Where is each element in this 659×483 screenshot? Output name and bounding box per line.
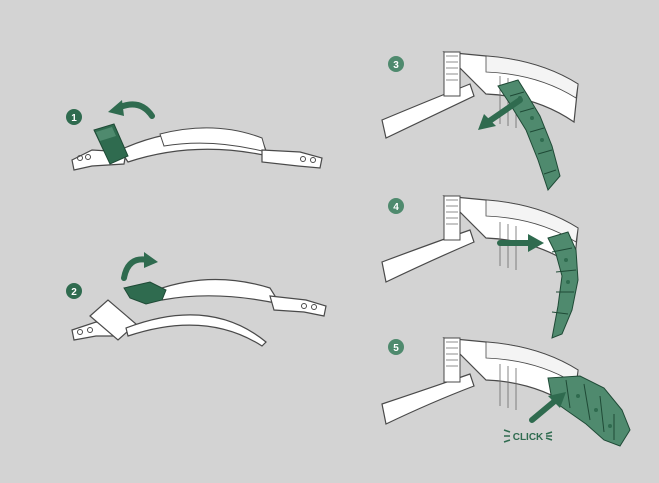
diagonal-arrow-icon <box>478 100 520 130</box>
step-4-badge: 4 <box>388 198 404 214</box>
rotate-left-arrow-icon <box>108 100 152 116</box>
step-2-illustration <box>72 279 326 346</box>
step-4-illustration <box>382 196 578 338</box>
step-3-number: 3 <box>393 60 399 71</box>
step-3-illustration <box>382 52 578 190</box>
step-4-number: 4 <box>393 202 399 213</box>
step-1-number: 1 <box>71 113 77 124</box>
rotate-right-arrow-icon <box>124 252 158 278</box>
click-label: CLICK <box>513 432 544 443</box>
step-1-badge: 1 <box>66 109 82 125</box>
step-2-badge: 2 <box>66 283 82 299</box>
step-5-number: 5 <box>393 343 399 354</box>
step-5-badge: 5 <box>388 339 404 355</box>
step-2-number: 2 <box>71 287 77 298</box>
step-1-illustration <box>72 124 322 170</box>
step-5-illustration <box>382 338 630 446</box>
step-3-badge: 3 <box>388 56 404 72</box>
